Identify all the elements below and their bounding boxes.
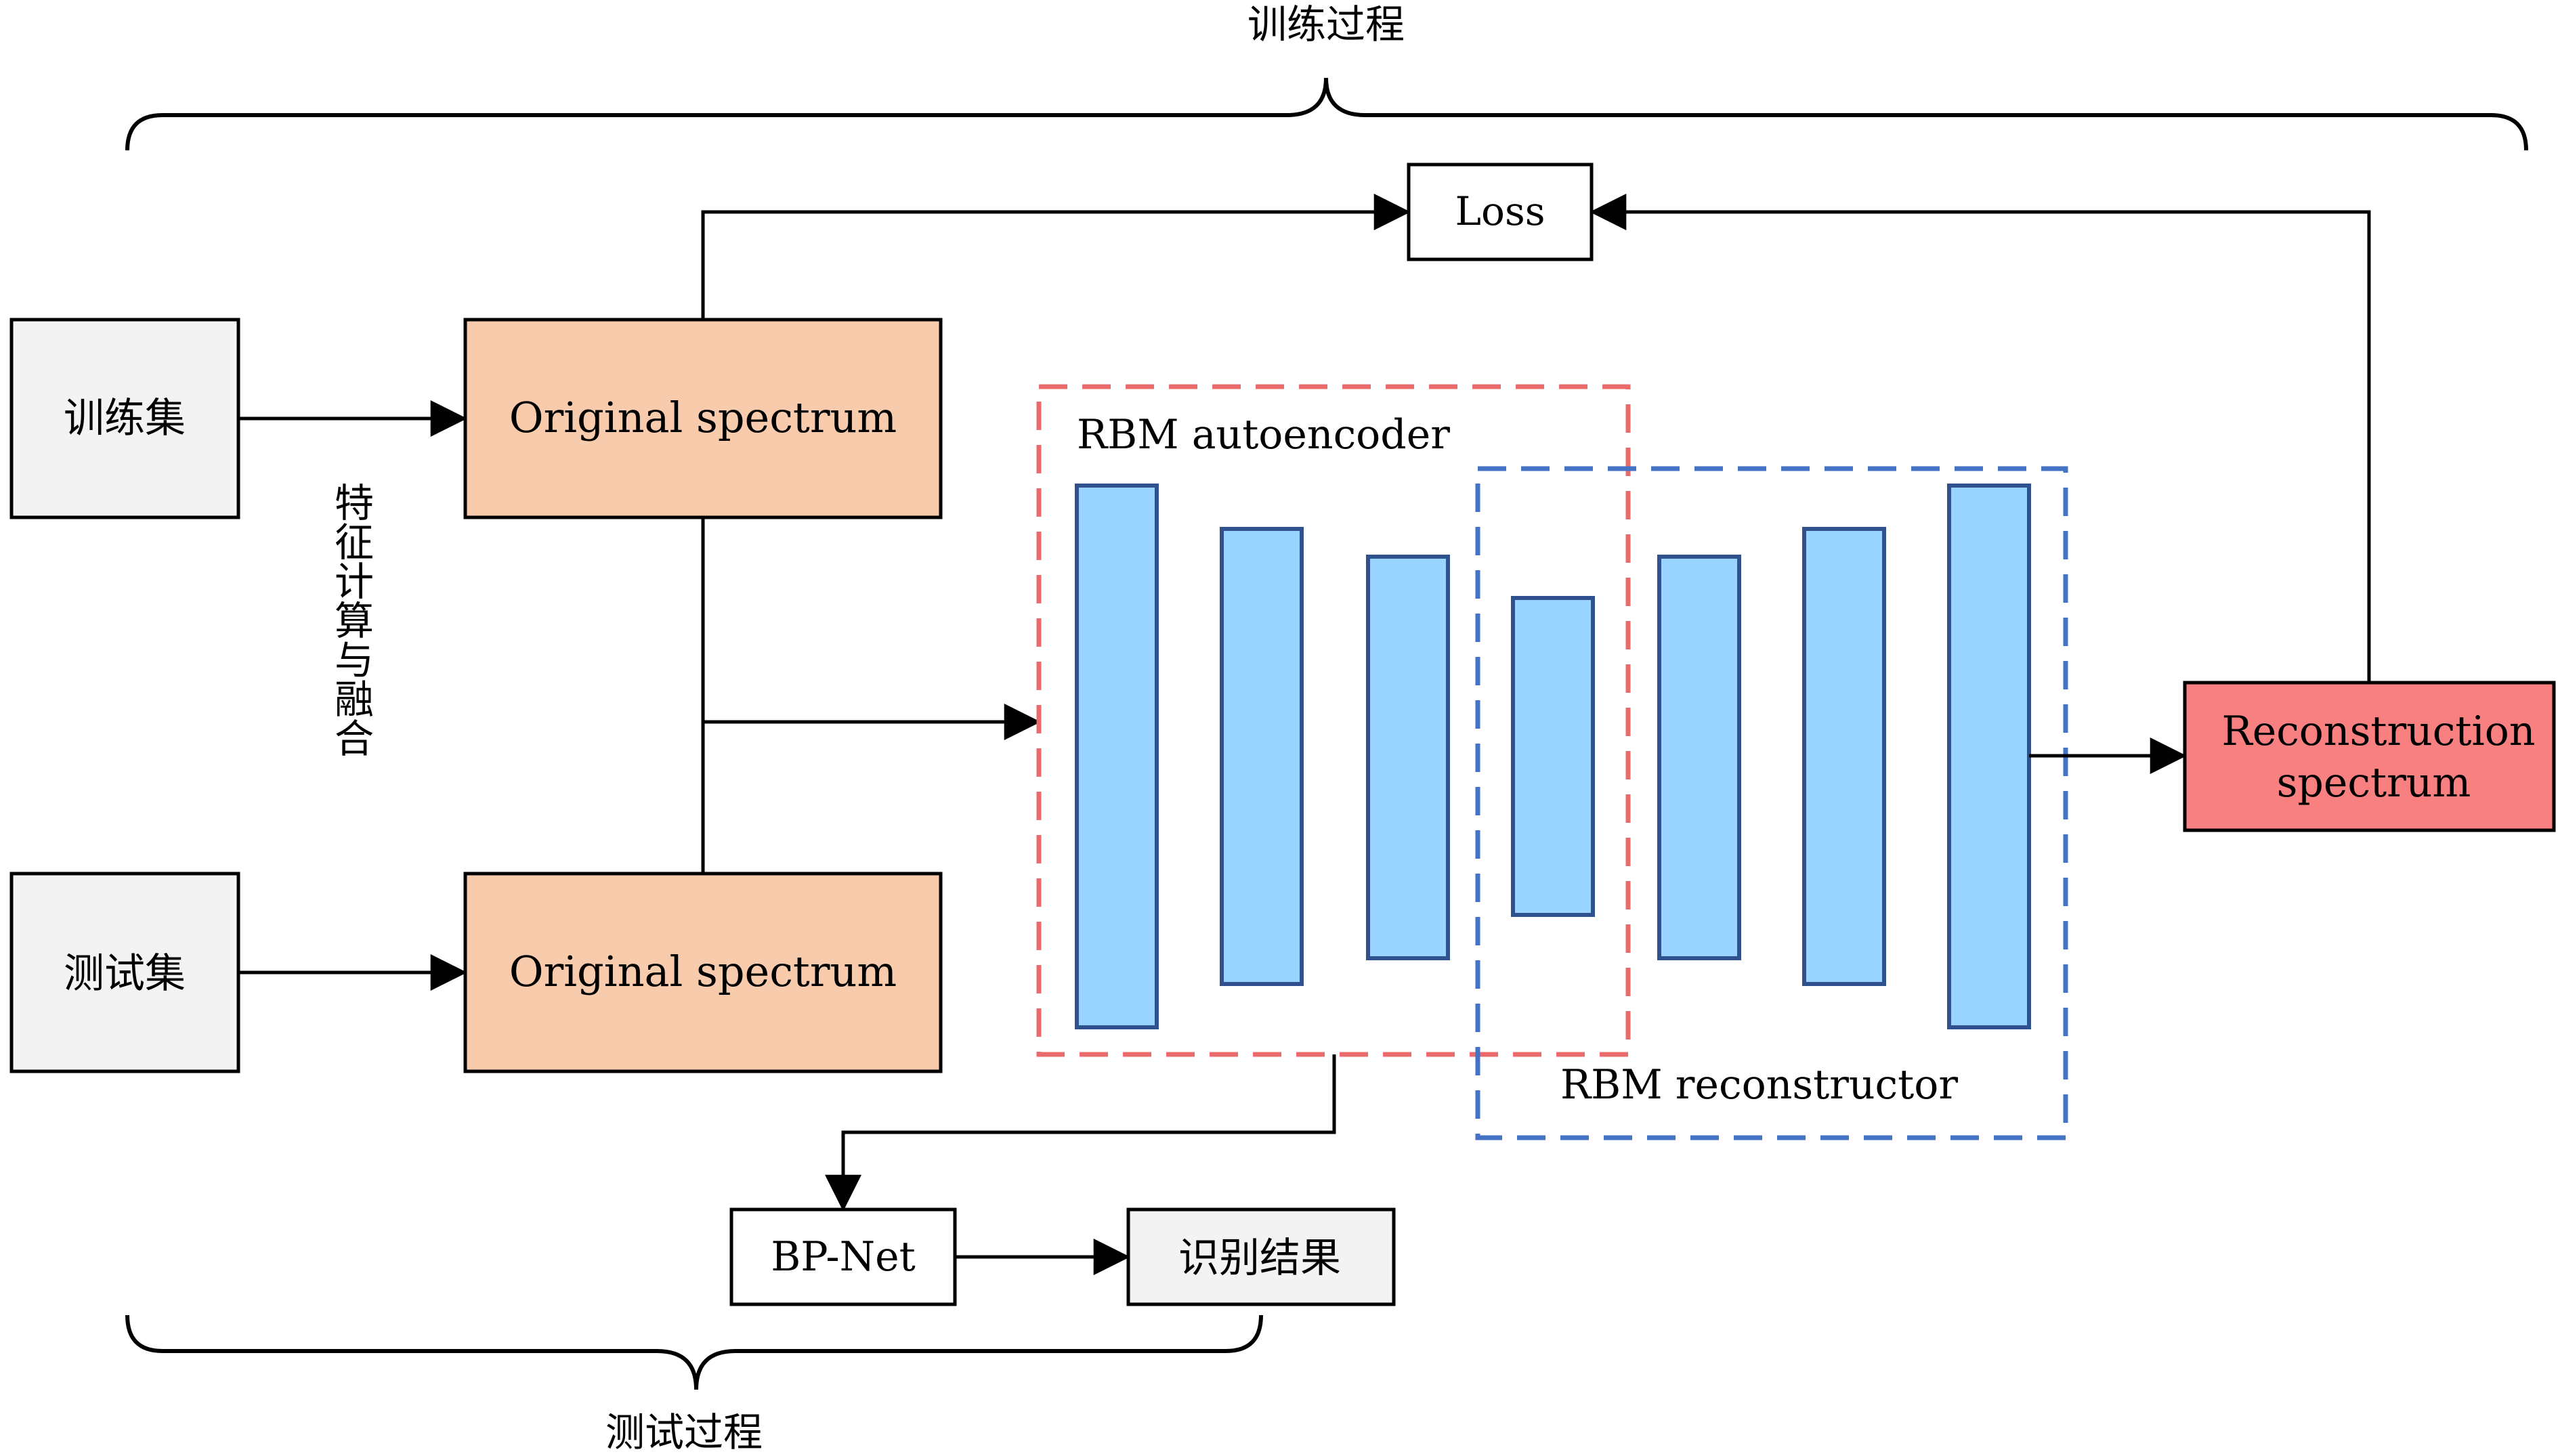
layer-bar-6 xyxy=(1802,527,1886,986)
original-spectrum-train-label: Original spectrum xyxy=(509,393,897,442)
arrow-original-to-loss xyxy=(701,194,1411,320)
rbm-autoencoder-label: RBM autoencoder xyxy=(1077,411,1450,458)
testing-process-label: 测试过程 xyxy=(605,1409,763,1455)
arrow-autoencoder-to-bpnet xyxy=(825,1054,1336,1212)
original-spectrum-test-box xyxy=(463,872,943,1073)
feature-fusion-label: 特征计算与融合 xyxy=(328,482,374,757)
rbm-reconstructor-group xyxy=(1475,466,2068,1140)
reconstruction-spectrum-box xyxy=(2183,681,2556,832)
test-set-box xyxy=(9,872,240,1073)
original-spectrum-train-box xyxy=(463,318,943,519)
result-label: 识别结果 xyxy=(1178,1235,1341,1282)
bp-net-label: BP-Net xyxy=(771,1233,916,1281)
loss-label: Loss xyxy=(1455,188,1545,234)
arrow-reconstruction-to-loss xyxy=(1590,194,2371,683)
rbm-reconstructor-label: RBM reconstructor xyxy=(1560,1061,1958,1109)
layer-bar-7 xyxy=(1947,484,2031,1029)
test-set-label: 测试集 xyxy=(64,950,186,998)
reconstruction-label-line1: Reconstruction xyxy=(2222,708,2536,755)
layer-bar-2 xyxy=(1220,527,1304,986)
train-set-box xyxy=(9,318,240,519)
rbm-autoencoder-group xyxy=(1036,384,1631,1057)
reconstruction-label-line2: spectrum xyxy=(2277,759,2471,807)
train-set-label: 训练集 xyxy=(64,395,186,442)
layer-bar-1 xyxy=(1075,484,1159,1029)
training-process-label: 训练过程 xyxy=(1247,1,1405,47)
layer-bar-3 xyxy=(1366,555,1450,960)
result-box xyxy=(1126,1207,1396,1306)
testing-process-brace xyxy=(125,1314,1263,1390)
layer-bar-5 xyxy=(1657,555,1741,960)
layer-bar-4 xyxy=(1511,596,1595,917)
original-spectrum-test-label: Original spectrum xyxy=(509,947,897,996)
training-process-brace xyxy=(125,77,2528,151)
